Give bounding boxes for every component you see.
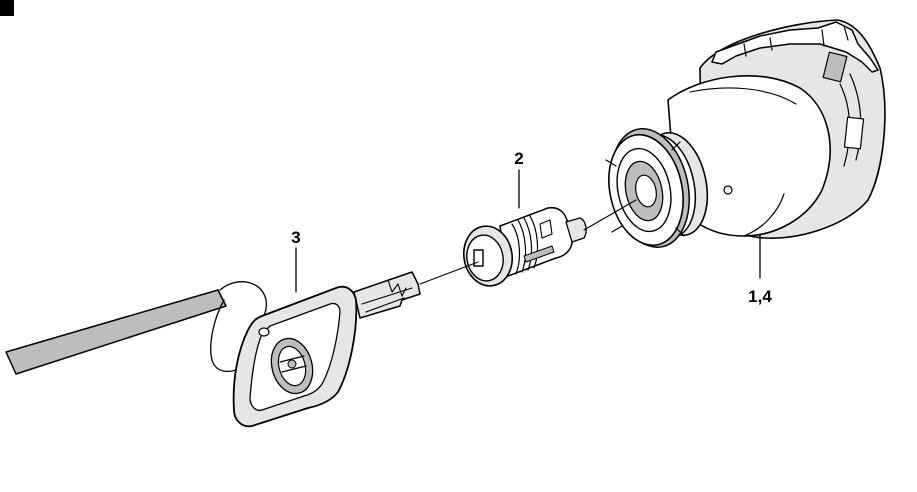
ignition-switch-housing xyxy=(605,19,886,248)
label-switch-housing: 1,4 xyxy=(748,287,772,306)
key-with-tag xyxy=(5,271,421,428)
assembly-axis xyxy=(419,199,637,285)
label-key: 3 xyxy=(291,228,300,247)
label-cylinder: 2 xyxy=(514,149,523,168)
housing-tab xyxy=(822,51,848,83)
lock-cylinder xyxy=(462,206,587,287)
keyway-slot xyxy=(473,249,484,267)
housing-pin-hole xyxy=(723,185,733,195)
corner-marker xyxy=(0,0,14,16)
logo-emblem xyxy=(270,337,314,395)
housing-side-tab xyxy=(843,116,865,150)
